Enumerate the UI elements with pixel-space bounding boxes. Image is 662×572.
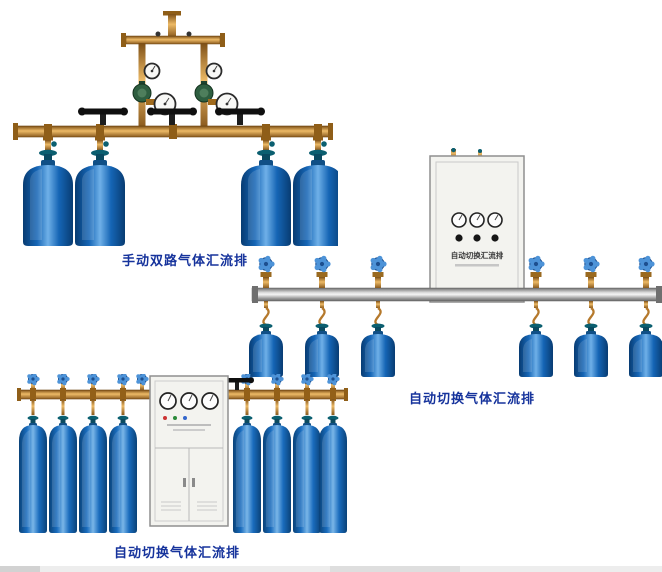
black-valve-handwheel [147, 107, 197, 125]
blue-valve-handwheel [300, 374, 315, 386]
gas-cylinder [263, 415, 291, 533]
indicator-light [163, 416, 167, 420]
connection-hose [532, 307, 540, 327]
gas-cylinder [23, 149, 73, 246]
gas-cylinder [249, 323, 283, 377]
control-cabinet: 自动切换汇流排 [429, 148, 525, 303]
cropped-image-fragment [0, 566, 40, 572]
connection-hose [262, 307, 270, 327]
control-knob [455, 234, 463, 242]
black-valve-handwheel [215, 107, 265, 125]
connection-hose [642, 307, 650, 327]
manifold-pipe [251, 286, 662, 303]
black-valve-handwheel [78, 107, 128, 125]
indicator-light [183, 416, 187, 420]
regulator-station-left [132, 62, 177, 116]
cabinet-label: 自动切换汇流排 [451, 250, 504, 260]
cylinder-stations [19, 374, 347, 533]
blue-valve-handwheel [638, 255, 656, 273]
gas-cylinder [75, 149, 125, 246]
cropped-bottom-edge [0, 566, 662, 572]
blue-valve-handwheel [270, 374, 285, 386]
blue-valve-handwheel [56, 374, 71, 386]
blue-valve-handwheel [86, 374, 101, 386]
gas-cylinder [305, 323, 339, 377]
gas-cylinder [629, 323, 662, 377]
connection-hose [318, 307, 326, 327]
connection-hose [587, 307, 595, 327]
gas-cylinder [79, 415, 107, 533]
connection-hose [374, 307, 382, 327]
gas-cylinder [109, 415, 137, 533]
cropped-image-fragment [330, 566, 460, 572]
door-handle [183, 478, 186, 487]
control-knob [473, 234, 481, 242]
manual-dual-manifold-illustration [13, 11, 338, 246]
manifold-pipe [13, 123, 333, 140]
blue-valve-handwheel [370, 255, 388, 273]
cylinder-stations [249, 255, 662, 377]
regulator-station-right [194, 62, 239, 116]
gas-cylinder [19, 415, 47, 533]
auto-switch-manifold-wall-illustration: 自动切换汇流排 [249, 148, 662, 377]
caption-auto-switch-wall: 自动切换气体汇流排 [408, 392, 535, 407]
gas-cylinder [293, 415, 321, 533]
control-cabinet [149, 375, 229, 527]
control-knob [491, 234, 499, 242]
blue-valve-handwheel [26, 374, 41, 386]
blue-valve-handwheel [116, 374, 131, 386]
caption-auto-switch-floor: 自动切换气体汇流排 [113, 546, 240, 561]
blue-valve-handwheel [314, 255, 332, 273]
blue-valve-handwheel [326, 374, 341, 386]
gas-cylinder [574, 323, 608, 377]
gas-cylinder [49, 415, 77, 533]
gas-cylinder [519, 323, 553, 377]
auto-switch-manifold-floor-illustration [17, 374, 348, 533]
gas-cylinder [233, 415, 261, 533]
gas-cylinder [361, 323, 395, 377]
indicator-light [173, 416, 177, 420]
gas-cylinder [319, 415, 347, 533]
caption-manual-dual-manifold: 手动双路气体汇流排 [121, 254, 248, 269]
cylinder-drop-connectors [43, 137, 327, 150]
door-handle [192, 478, 195, 487]
blue-valve-handwheel [258, 255, 276, 273]
blue-valve-handwheel [528, 255, 546, 273]
blue-valve-handwheel [583, 255, 601, 273]
blue-valve-handwheel [135, 374, 150, 386]
